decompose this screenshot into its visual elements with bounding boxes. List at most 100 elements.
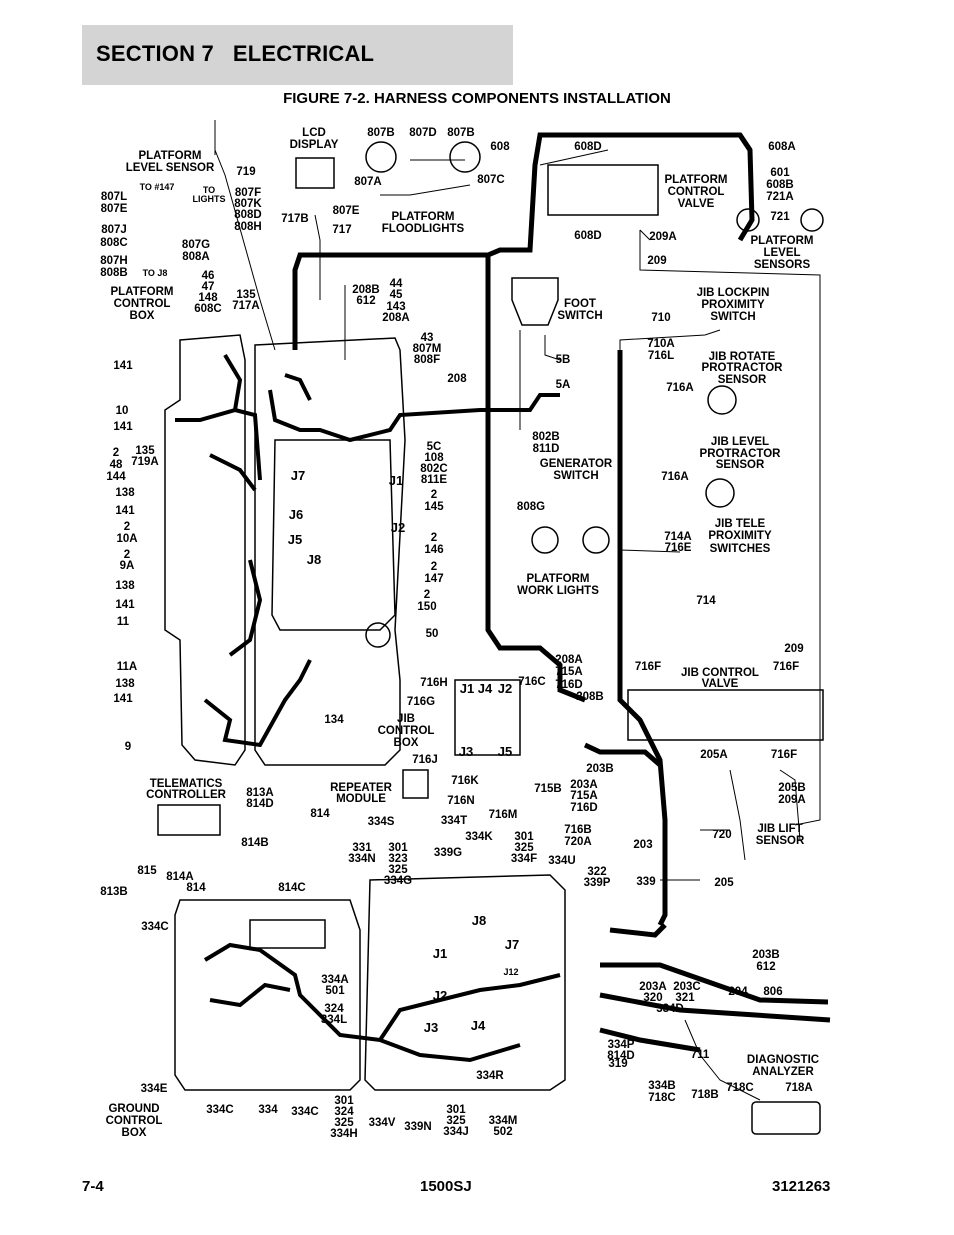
component-label: 209 <box>647 255 666 267</box>
component-label: TELEMATICS <box>150 778 223 790</box>
component-label: 208B <box>576 691 604 703</box>
ground-terminal-strip <box>249 919 326 949</box>
component-label: CONTROL <box>378 725 435 737</box>
component-label: WORK LIGHTS <box>517 585 599 597</box>
platform-control-box-outline <box>164 334 246 766</box>
component-label: 144 <box>106 471 126 483</box>
component-label: 501 <box>325 985 345 997</box>
component-label: 807G <box>182 239 210 251</box>
component-label: PROTRACTOR <box>702 362 784 374</box>
component-label: 716L <box>648 350 674 362</box>
component-label: 301 <box>334 1095 354 1107</box>
component-label: LEVEL <box>763 247 800 259</box>
component-label: CONTROL <box>106 1115 163 1127</box>
component-label: 325 <box>446 1115 466 1127</box>
component-label: 721 <box>770 211 790 223</box>
component-label: 814D <box>607 1050 635 1062</box>
component-label: LEVEL SENSOR <box>126 162 215 174</box>
platform-level-sensor-right <box>800 208 824 232</box>
component-label: 203A <box>639 981 667 993</box>
component-label: 716A <box>661 471 689 483</box>
component-label: 208A <box>382 312 410 324</box>
component-label: VALVE <box>678 198 715 210</box>
component-label: LIGHTS <box>193 194 226 204</box>
component-label: 710 <box>651 312 670 324</box>
component-label: 716F <box>635 661 661 673</box>
component-label: 334 <box>258 1104 278 1116</box>
component-label: 141 <box>113 421 133 433</box>
component-label: 716C <box>518 676 546 688</box>
level-sensor <box>705 478 735 508</box>
component-label: 2 <box>431 489 437 501</box>
component-label: 138 <box>115 580 135 592</box>
component-label: 325 <box>514 842 534 854</box>
component-label: PLATFORM <box>750 235 813 247</box>
component-label: BOX <box>130 310 155 322</box>
component-label: 5C <box>427 441 442 453</box>
component-label: J1 <box>389 473 403 488</box>
component-label: 608A <box>768 141 796 153</box>
component-label: 807K <box>234 198 262 210</box>
component-label: 716J <box>412 754 438 766</box>
component-label: J6 <box>289 507 303 522</box>
component-label: 811D <box>533 443 560 455</box>
component-label: PROXIMITY <box>708 530 772 542</box>
component-label: 716A <box>666 382 694 394</box>
component-label: SWITCHES <box>710 543 771 555</box>
component-label: 10A <box>116 533 137 545</box>
component-label: 146 <box>424 544 443 556</box>
component-label: J8 <box>472 913 486 928</box>
component-label: SENSOR <box>756 835 805 847</box>
ground-console-outline <box>364 874 566 1091</box>
component-label: 716H <box>420 677 448 689</box>
component-label: 203C <box>673 981 701 993</box>
component-label: JIB LIFT <box>757 823 802 835</box>
component-label: 716G <box>407 696 435 708</box>
platform-level-sensor-left <box>736 208 760 232</box>
work-light-left <box>531 526 559 554</box>
component-label: 807J <box>101 224 127 236</box>
component-label: 325 <box>334 1117 354 1129</box>
lower-harness-cable <box>599 923 831 1053</box>
component-label: 2 <box>113 447 119 459</box>
component-label: 143 <box>386 301 405 313</box>
component-label: J1 <box>460 681 474 696</box>
component-label: SENSOR <box>716 459 765 471</box>
component-label: J1 <box>433 946 447 961</box>
component-label: 334K <box>465 831 493 843</box>
component-label: 716F <box>771 749 797 761</box>
component-label: 802B <box>532 431 560 443</box>
component-label: CONTROLLER <box>146 789 227 801</box>
component-label: 808D <box>234 209 262 221</box>
component-label: 9 <box>125 741 131 753</box>
component-label: 718C <box>726 1082 754 1094</box>
component-label: 11 <box>117 616 130 628</box>
component-label: 323 <box>388 853 407 865</box>
component-label: 46 <box>202 270 215 282</box>
component-label: SWITCH <box>553 470 598 482</box>
component-label: 9A <box>120 560 135 572</box>
component-label: J2 <box>433 988 447 1003</box>
rotate-sensor <box>707 385 737 415</box>
component-label: 5B <box>556 354 571 366</box>
component-label: 141 <box>113 360 133 372</box>
component-label: 807F <box>235 187 261 199</box>
component-label: 808B <box>100 267 128 279</box>
component-label: 138 <box>115 678 135 690</box>
component-label: 807A <box>354 176 382 188</box>
component-label: CONTROL <box>668 186 725 198</box>
component-label: 808A <box>182 251 210 263</box>
lcd-display <box>295 157 335 189</box>
component-label: 141 <box>115 505 135 517</box>
repeater-module <box>402 769 429 799</box>
component-label: 48 <box>110 459 123 471</box>
component-label: 47 <box>202 281 215 293</box>
component-label: 334U <box>548 855 576 867</box>
component-label: 334E <box>141 1083 168 1095</box>
component-label: 807E <box>333 205 360 217</box>
component-label: 711 <box>691 1049 710 1061</box>
component-label: J7 <box>505 937 519 952</box>
component-label: 135 <box>236 289 256 301</box>
component-label: 205B <box>778 782 806 794</box>
